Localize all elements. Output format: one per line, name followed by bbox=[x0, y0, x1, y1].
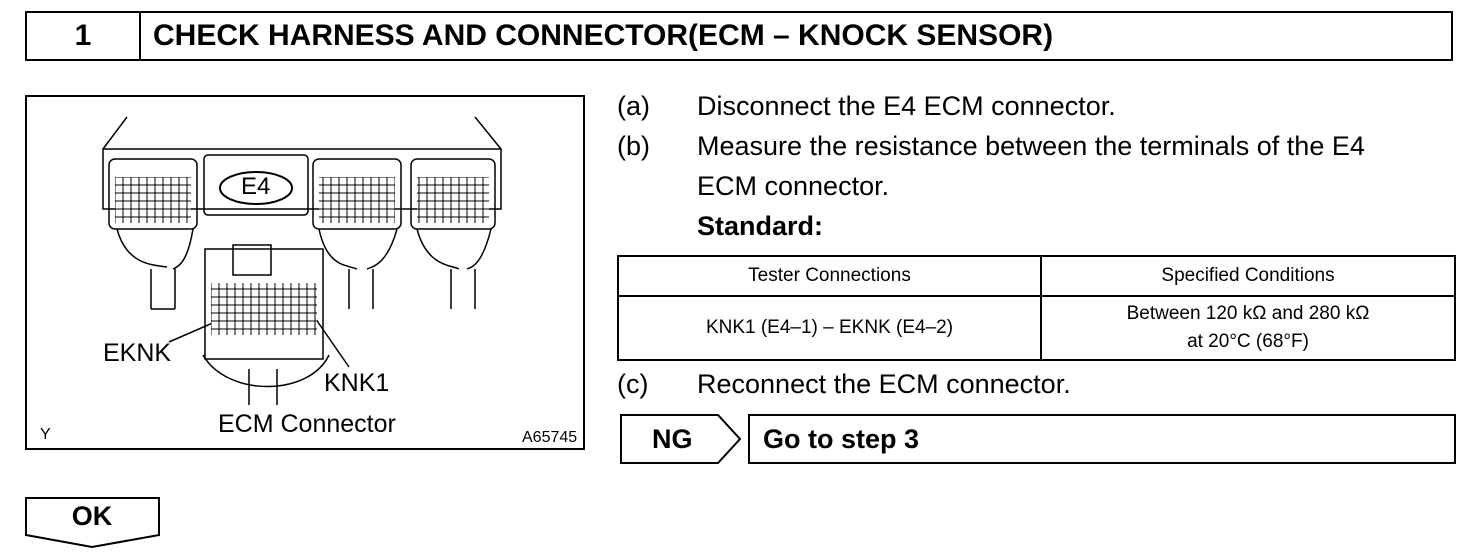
instruction-text: ECM connector. bbox=[697, 171, 890, 201]
step-number: 1 bbox=[27, 13, 141, 59]
condition-line: Between 120 kΩ and 280 kΩ bbox=[1126, 303, 1370, 324]
column-header: Specified Conditions bbox=[1040, 255, 1456, 297]
instruction-key: (b) bbox=[617, 131, 650, 161]
instruction-text: Reconnect the ECM connector. bbox=[697, 369, 1071, 399]
connector-illustration: E4 EKNK KNK1 ECM Connector Y A65745 bbox=[25, 95, 585, 450]
condition-line: at 20°C (68°F) bbox=[1187, 331, 1309, 352]
instruction-key: (a) bbox=[617, 91, 650, 121]
column-header: Tester Connections bbox=[617, 255, 1042, 297]
ng-arrow-icon bbox=[620, 414, 742, 464]
eknk-label: EKNK bbox=[103, 339, 172, 367]
step-title: CHECK HARNESS AND CONNECTOR(ECM – KNOCK … bbox=[153, 19, 1054, 52]
specified-condition-cell: Between 120 kΩ and 280 kΩ at 20°C (68°F) bbox=[1040, 295, 1456, 361]
figure-corner-left: Y bbox=[40, 426, 51, 443]
goto-step-text: Go to step 3 bbox=[763, 423, 920, 454]
ecm-connector-drawing bbox=[102, 116, 502, 405]
spec-table: Tester Connections Specified Conditions … bbox=[617, 255, 1456, 361]
knk1-label: KNK1 bbox=[324, 369, 390, 397]
ok-down-arrow-icon bbox=[25, 497, 160, 549]
table-header-row: Tester Connections Specified Conditions bbox=[617, 255, 1456, 297]
figure-code: A65745 bbox=[522, 429, 578, 446]
table-row: KNK1 (E4–1) – EKNK (E4–2) Between 120 kΩ… bbox=[617, 295, 1456, 361]
step-header: 1 CHECK HARNESS AND CONNECTOR(ECM – KNOC… bbox=[25, 11, 1453, 61]
instruction-text: Disconnect the E4 ECM connector. bbox=[697, 91, 1116, 121]
standard-label: Standard: bbox=[697, 211, 824, 241]
ng-label: NG bbox=[652, 423, 693, 454]
ok-label: OK bbox=[71, 501, 113, 531]
tester-connection-cell: KNK1 (E4–1) – EKNK (E4–2) bbox=[617, 295, 1042, 361]
connector-e4-tag: E4 bbox=[241, 173, 271, 200]
goto-step-box[interactable]: Go to step 3 bbox=[748, 414, 1456, 464]
ng-result-row: NG Go to step 3 bbox=[620, 414, 1456, 464]
figure-caption: ECM Connector bbox=[218, 410, 396, 438]
ok-result-box[interactable]: OK bbox=[25, 497, 161, 549]
instruction-key: (c) bbox=[617, 369, 649, 399]
instruction-text: Measure the resistance between the termi… bbox=[697, 131, 1365, 161]
